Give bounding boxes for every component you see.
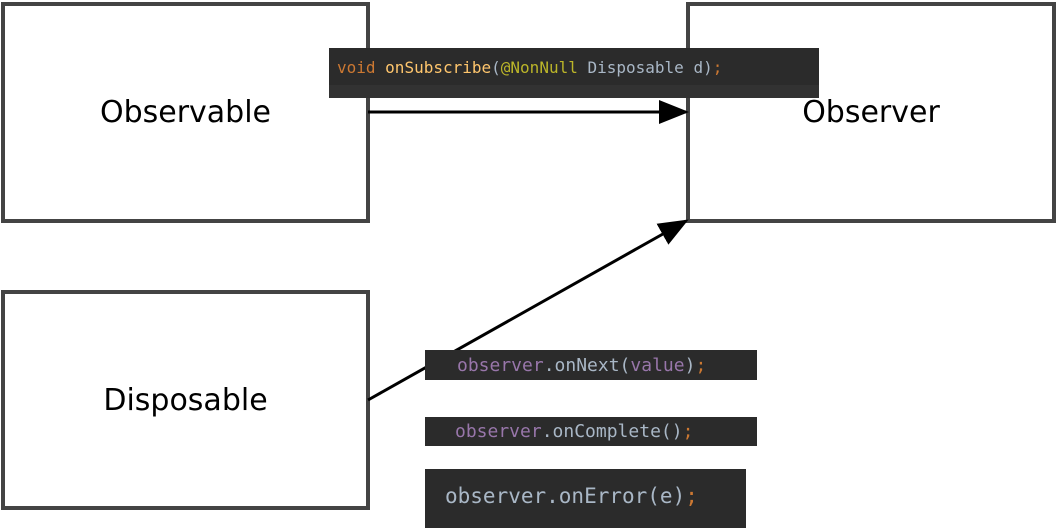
paren: (: [491, 57, 501, 77]
paren: ): [684, 354, 696, 376]
argument: value: [630, 354, 685, 376]
call: observer.onError(e): [445, 483, 686, 508]
params: Disposable d): [577, 57, 713, 77]
object: observer: [455, 421, 542, 442]
on-complete-code: observer.onComplete();: [425, 417, 757, 446]
observable-label: Observable: [99, 95, 272, 130]
call: .onNext(: [543, 354, 631, 376]
on-error-code: observer.onError(e);: [425, 469, 746, 528]
method-name: onSubscribe: [385, 57, 492, 77]
observer-node: Observer: [686, 2, 1056, 223]
annotation: @NonNull: [500, 57, 578, 77]
keyword: void: [337, 57, 376, 77]
on-next-code: observer.onNext(value);: [425, 350, 757, 380]
disposable-node: Disposable: [1, 290, 370, 510]
observable-node: Observable: [1, 2, 370, 223]
observer-label: Observer: [802, 95, 940, 130]
object: observer: [457, 354, 544, 376]
semicolon: ;: [712, 57, 723, 77]
semicolon: ;: [682, 421, 694, 442]
call: .onComplete(): [541, 421, 683, 442]
disposable-arrow: [367, 219, 689, 402]
semicolon: ;: [695, 354, 707, 376]
semicolon: ;: [685, 483, 698, 508]
on-subscribe-code: void onSubscribe(@NonNull Disposable d);: [329, 48, 819, 98]
disposable-label: Disposable: [103, 382, 268, 418]
